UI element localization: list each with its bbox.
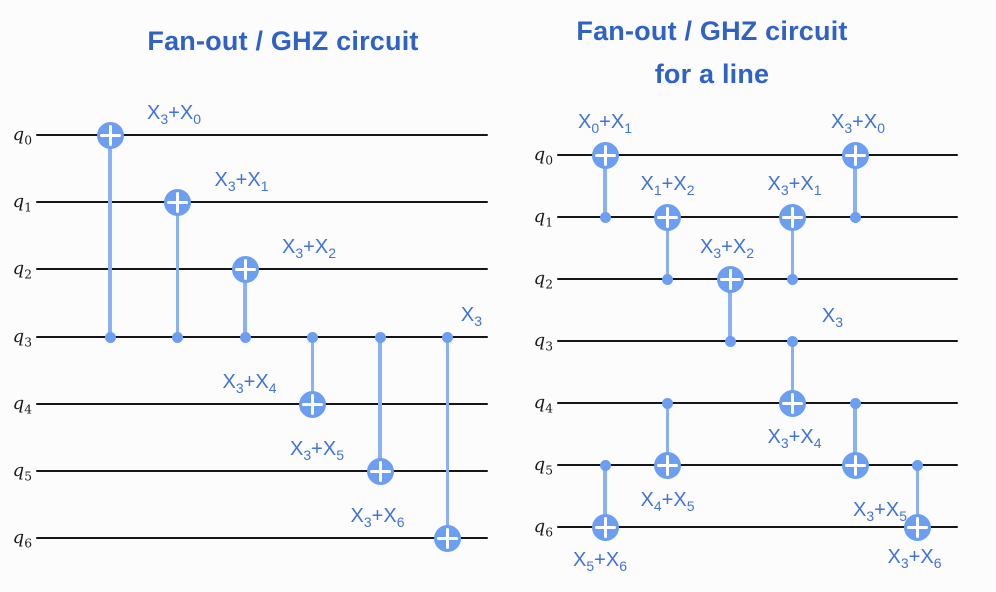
gate-connector — [853, 155, 857, 217]
gate-label: X3+X0 — [831, 111, 885, 136]
qubit-label: q1 — [533, 206, 553, 230]
qubit-wire — [557, 525, 958, 529]
qubit-wire — [36, 335, 488, 339]
cnot-target-icon — [366, 457, 394, 485]
control-dot — [172, 331, 183, 343]
qubit-label: q5 — [533, 454, 553, 478]
gate-connector — [665, 217, 670, 279]
cnot-target-icon — [841, 141, 869, 169]
gate-connector — [790, 217, 795, 279]
cnot-target-icon — [96, 121, 124, 149]
gate-connector — [310, 337, 315, 404]
gate-label: X3+X2 — [700, 236, 754, 261]
gate-connector — [790, 341, 795, 403]
cnot-target-icon — [434, 524, 461, 552]
qubit-label: q1 — [12, 191, 32, 215]
qubit-label: q3 — [12, 326, 32, 350]
control-dot — [787, 335, 798, 347]
gate-label: X3+X6 — [350, 505, 405, 530]
gate-connector — [175, 202, 180, 337]
control-dot — [724, 335, 736, 347]
control-dot — [849, 211, 861, 223]
cnot-target-icon — [591, 141, 619, 169]
gate-label: X3+X2 — [282, 236, 336, 261]
gate-label: X4+X5 — [640, 489, 695, 514]
qubit-label: q5 — [12, 460, 32, 484]
cnot-target-icon — [779, 389, 806, 417]
qubit-wire — [557, 277, 958, 281]
gate-label: X3+X4 — [767, 426, 822, 451]
control-dot — [912, 459, 923, 471]
qubit-label: q6 — [533, 516, 553, 540]
gate-connector — [603, 155, 607, 217]
control-dot — [104, 331, 116, 343]
qubit-wire — [557, 153, 958, 157]
gate-label: X3+X5 — [290, 438, 344, 463]
qubit-label: q0 — [533, 144, 553, 168]
qubit-label: q4 — [12, 393, 32, 417]
wire-label: X3 — [460, 304, 483, 329]
cnot-target-icon — [164, 188, 191, 216]
cnot-target-icon — [716, 265, 744, 293]
control-dot — [239, 331, 251, 343]
qubit-label: q4 — [533, 392, 553, 416]
cnot-target-icon — [841, 451, 869, 479]
cnot-target-icon — [654, 203, 681, 231]
gate-connector — [243, 269, 247, 337]
control-dot — [442, 331, 453, 343]
control-dot — [662, 397, 673, 409]
qubit-label: q6 — [12, 527, 32, 551]
cnot-target-icon — [231, 255, 259, 283]
qubit-label: q2 — [12, 258, 32, 282]
qubit-wire — [557, 463, 958, 467]
gate-label: X3+X1 — [214, 169, 269, 194]
qubit-wire — [36, 267, 488, 271]
control-dot — [849, 397, 861, 409]
control-dot — [599, 211, 611, 223]
control-dot — [662, 273, 673, 285]
gate-label: X3+X4 — [222, 371, 277, 396]
qubit-wire — [36, 536, 488, 540]
gate-label: X3+X1 — [767, 173, 822, 198]
gate-connector — [665, 403, 670, 465]
control-dot — [374, 331, 386, 343]
qubit-wire — [36, 402, 488, 406]
qubit-label: q3 — [533, 330, 553, 354]
cnot-target-icon — [779, 203, 806, 231]
qubit-wire — [557, 215, 958, 219]
qubit-label: q0 — [12, 124, 32, 148]
cnot-target-icon — [904, 513, 931, 541]
cnot-target-icon — [591, 513, 619, 541]
control-dot — [307, 331, 318, 343]
qubit-wire — [36, 469, 488, 473]
gate-label: X3+X0 — [147, 102, 201, 127]
gate-connector — [445, 337, 450, 538]
cnot-target-icon — [299, 390, 326, 418]
gate-label: X1+X2 — [640, 173, 695, 198]
gate-label: X3+X5 — [853, 499, 907, 524]
qubit-label: q2 — [533, 268, 553, 292]
control-dot — [787, 273, 798, 285]
control-dot — [599, 459, 611, 471]
gate-connector — [915, 465, 920, 527]
cnot-target-icon — [654, 451, 681, 479]
circuit-title: Fan-out / GHZ circuit — [147, 26, 419, 56]
gate-connector — [378, 337, 382, 471]
gate-connector — [728, 279, 732, 341]
qubit-wire — [557, 401, 958, 405]
gate-label: X5+X6 — [573, 549, 627, 574]
gate-connector — [853, 403, 857, 465]
qubit-wire — [36, 200, 488, 204]
gate-connector — [603, 465, 607, 527]
wire-label: X3 — [821, 305, 844, 330]
qubit-wire — [36, 133, 488, 137]
qubit-wire — [557, 339, 958, 343]
gate-connector — [108, 135, 112, 337]
gate-label: X0+X1 — [578, 111, 632, 136]
gate-label: X3+X6 — [887, 546, 942, 571]
